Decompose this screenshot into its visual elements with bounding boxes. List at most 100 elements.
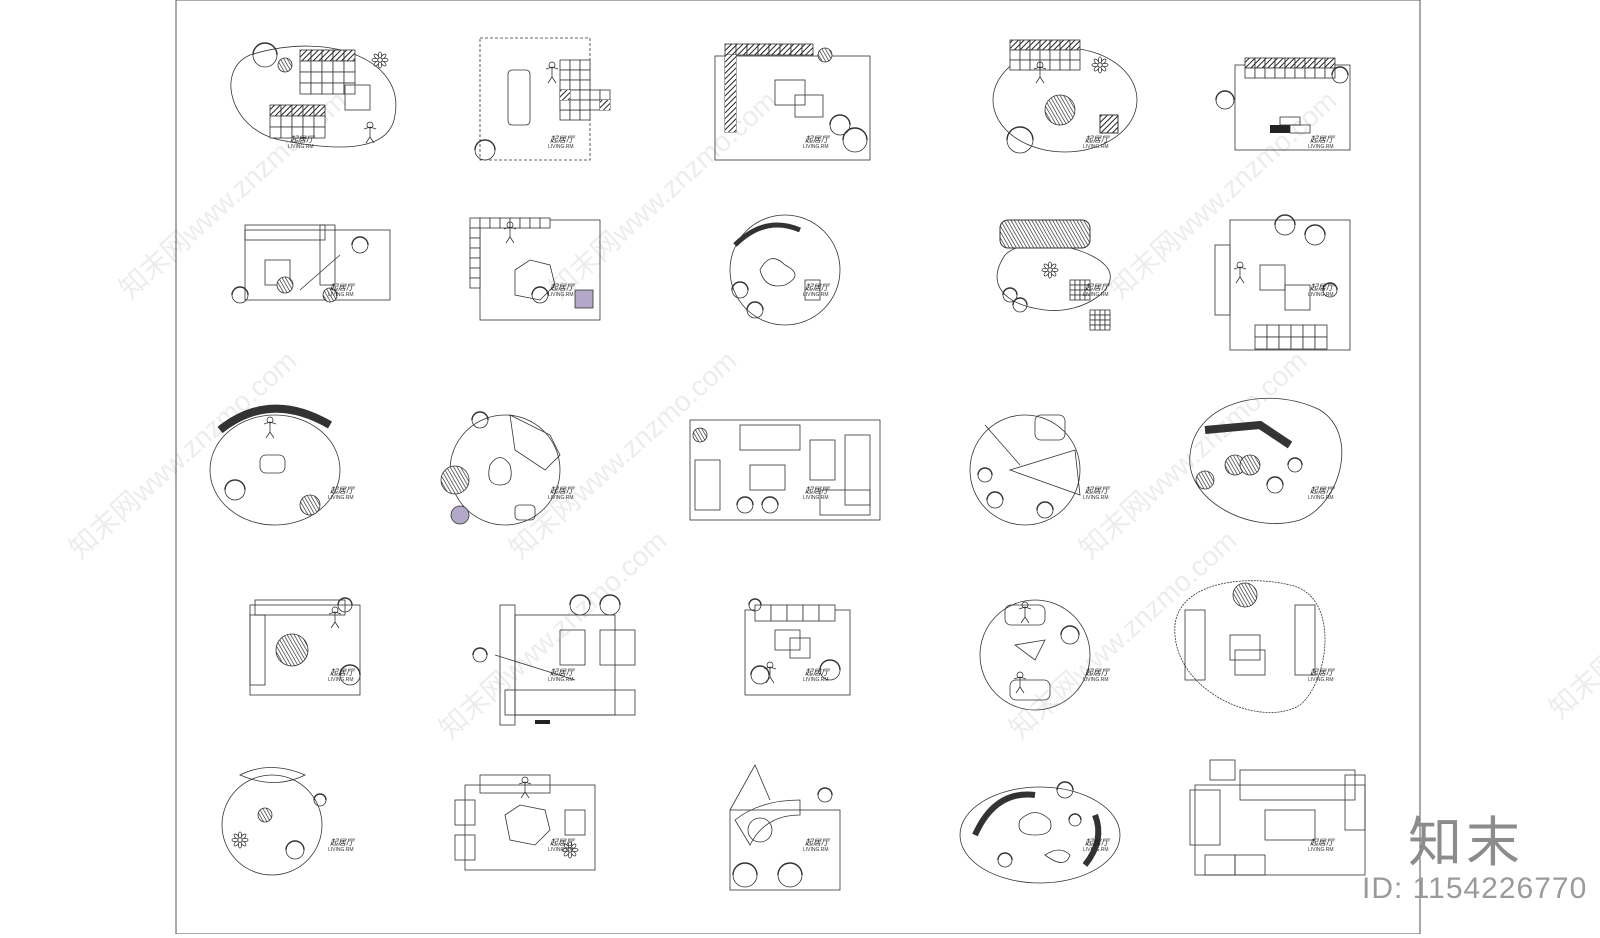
- sofa-module: [1059, 49, 1071, 61]
- sofa-module: [579, 79, 591, 91]
- sofa-right: [844, 434, 871, 506]
- sofa-module: [1104, 324, 1111, 331]
- sofa-module: [1009, 39, 1021, 51]
- plant-leaf: [1091, 62, 1099, 67]
- sofa-module: [1264, 57, 1276, 69]
- room-label-en: LIVING.RM: [1308, 847, 1334, 853]
- sofa-module: [299, 60, 312, 73]
- sofa-module: [343, 82, 356, 95]
- sofa-module: [1304, 57, 1316, 69]
- sofa-module: [559, 79, 571, 91]
- room-label-cn: 起居厅: [805, 838, 831, 847]
- sofa-module: [1084, 294, 1091, 301]
- sofa-left: [1184, 609, 1206, 681]
- sofa-module: [1266, 324, 1280, 338]
- room-label-cn: 起居厅: [330, 668, 356, 677]
- armchair-back: [986, 491, 1004, 501]
- room-label-en: LIVING.RM: [548, 495, 574, 501]
- sofa-module: [280, 115, 293, 128]
- sofa-module: [779, 43, 792, 56]
- floor-lamp-arm: [494, 654, 576, 681]
- room-label-cn: 起居厅: [550, 283, 576, 292]
- plan-p22: [454, 774, 596, 871]
- round-table-hatched: [692, 427, 708, 443]
- plant-leaf: [567, 851, 572, 859]
- sofa: [244, 224, 326, 241]
- sofa-module: [589, 99, 601, 111]
- room-label-en: LIVING.RM: [328, 677, 354, 683]
- armchair-back: [472, 647, 488, 656]
- armchair-back: [231, 286, 249, 296]
- room-label-en: LIVING.RM: [803, 847, 829, 853]
- sofa-left: [249, 614, 266, 686]
- room-label-cn: 起居厅: [805, 486, 831, 495]
- sofa-module: [1099, 309, 1106, 316]
- sofa-module: [313, 104, 326, 117]
- sofa-module: [310, 60, 323, 73]
- sofa-module: [1069, 39, 1081, 51]
- sofa-module: [332, 82, 345, 95]
- sofa-module: [589, 89, 601, 101]
- round-table-hatched: [440, 465, 470, 495]
- rug-round: [969, 414, 1081, 526]
- sofa-module: [559, 69, 571, 81]
- sofa-module: [321, 60, 334, 73]
- plan-p05: [1215, 57, 1351, 151]
- sofa-back: [1239, 769, 1356, 801]
- sofa-module: [499, 217, 511, 229]
- round-table-hatched: [277, 57, 293, 73]
- room-label-en: LIVING.RM: [328, 292, 354, 298]
- rug: [729, 809, 841, 891]
- coffee-table: [344, 84, 371, 111]
- curved-sofa: [1204, 420, 1293, 449]
- sofa-module: [1099, 324, 1106, 331]
- plant-leaf: [1101, 63, 1109, 68]
- sofa-module: [1069, 59, 1081, 71]
- sofa-module: [1049, 49, 1061, 61]
- armchair-back: [337, 597, 353, 606]
- brand-logo-text: 知末: [1408, 811, 1524, 874]
- sofa-module: [579, 99, 591, 111]
- room-label-cn: 起居厅: [805, 668, 831, 677]
- round-table-hatched: [275, 633, 309, 667]
- sofa-module: [539, 217, 551, 229]
- plan-p11: [209, 404, 341, 526]
- sofa-module: [1302, 324, 1316, 338]
- sofa-module: [343, 71, 356, 84]
- room-label-en: LIVING.RM: [548, 677, 574, 683]
- person-figure: [763, 666, 777, 684]
- armchair-left: [1189, 789, 1221, 846]
- sofa-module: [569, 69, 581, 81]
- sofa-module: [1039, 49, 1051, 61]
- plant-leaf: [373, 53, 380, 60]
- plant-leaf: [1093, 58, 1100, 65]
- sofa-module: [1029, 39, 1041, 51]
- sofa-module: [291, 115, 304, 128]
- sofa-dark: [725, 77, 736, 88]
- round-table-hatched: [817, 47, 833, 63]
- sofa-module: [724, 43, 737, 56]
- rug-round: [221, 774, 323, 876]
- armchair-back: [1274, 214, 1296, 226]
- sofa-module: [269, 115, 282, 128]
- rug-blob: [1174, 580, 1326, 713]
- plan-p08: [729, 214, 841, 326]
- sofa-module: [302, 115, 315, 128]
- room-label-cn: 起居厅: [330, 283, 356, 292]
- plant-leaf: [1043, 263, 1050, 270]
- coffee-table-round: [747, 817, 773, 843]
- person-figure: [503, 226, 517, 244]
- plant-leaf: [1050, 270, 1057, 277]
- marble-table: [507, 69, 531, 126]
- sofa-module: [1009, 59, 1021, 71]
- sofa-module: [343, 60, 356, 73]
- sofa-module: [559, 59, 571, 71]
- round-table-hatched: [1239, 454, 1261, 476]
- curved-sofa-left: [972, 791, 1036, 837]
- plan-p09: [996, 219, 1111, 331]
- sofa-module: [469, 227, 481, 239]
- plan-p12: [440, 411, 561, 526]
- asset-id-text: ID: 1154226770: [1362, 872, 1588, 905]
- round-table-hatched: [276, 276, 294, 294]
- sofa-module: [519, 217, 531, 229]
